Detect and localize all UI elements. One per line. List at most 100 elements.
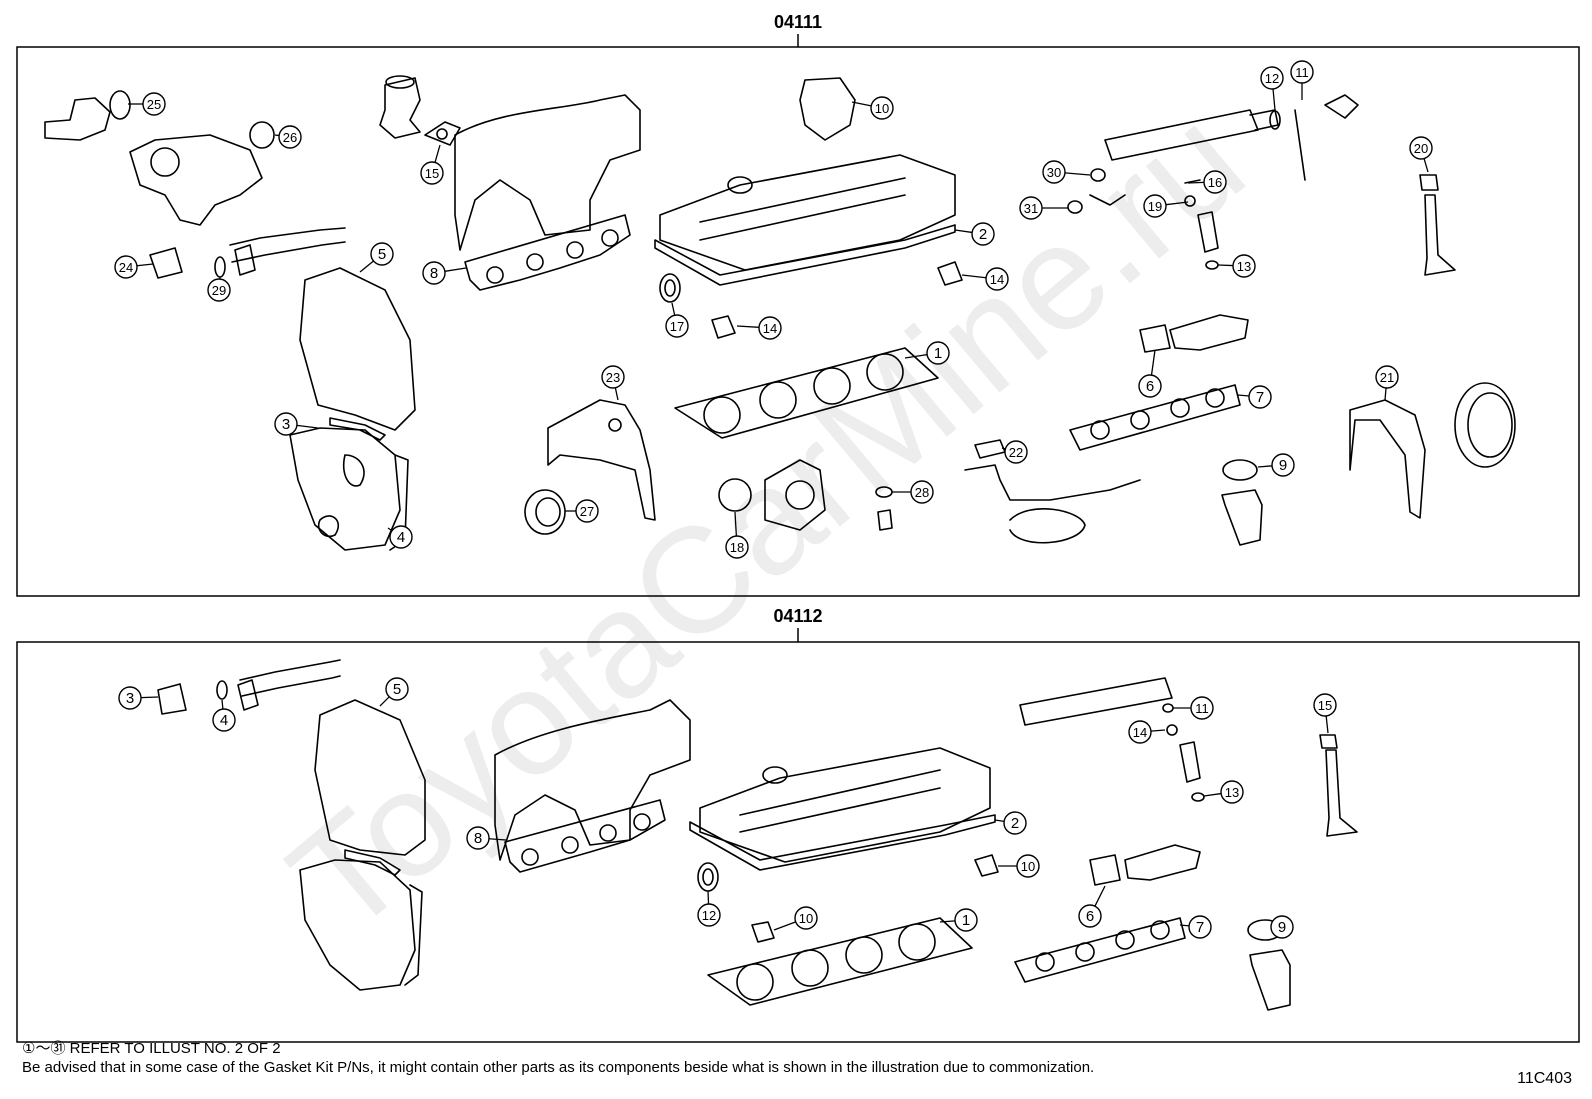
gasket-ring-part <box>109 90 131 120</box>
callout-30: 30 <box>1042 160 1066 184</box>
callout-12: 12 <box>1260 66 1284 90</box>
callout-7: 7 <box>1188 915 1212 939</box>
callout-leader <box>221 699 224 710</box>
callout-16: 16 <box>1203 170 1227 194</box>
callout-12: 12 <box>697 903 721 927</box>
callout-17: 17 <box>665 314 689 338</box>
intake-manifold-part <box>454 94 641 251</box>
callout-leader <box>1150 349 1156 376</box>
valve-part <box>1424 194 1456 276</box>
callout-21: 21 <box>1375 365 1399 389</box>
callout-leader <box>707 890 710 905</box>
callout-number: 13 <box>1237 259 1251 274</box>
callout-number: 4 <box>397 529 405 546</box>
callout-number: 25 <box>147 97 161 112</box>
figure-code: 11C403 <box>1517 1070 1572 1087</box>
callout-6: 6 <box>1078 904 1102 928</box>
washer-part-b <box>1067 200 1083 214</box>
callout-leader <box>359 260 374 273</box>
callout-2: 2 <box>1003 811 1027 835</box>
s2-fuel-rail-part <box>1019 677 1173 726</box>
valve-cover-part <box>659 154 956 271</box>
callout-number: 14 <box>1133 725 1147 740</box>
timing-cover-lower-part <box>289 427 401 551</box>
callout-leader <box>1257 465 1273 468</box>
s2-pipe-gasket-part <box>216 680 228 700</box>
callout-27: 27 <box>575 499 599 523</box>
rear-oil-seal-part <box>1454 382 1516 468</box>
callout-number: 24 <box>119 260 133 275</box>
callout-number: 8 <box>474 830 482 847</box>
callout-leader <box>136 263 154 267</box>
callout-leader <box>1237 394 1250 397</box>
callout-number: 7 <box>1256 389 1264 406</box>
callout-26: 26 <box>278 125 302 149</box>
callout-number: 14 <box>763 321 777 336</box>
callout-number: 4 <box>220 712 228 729</box>
callout-leader <box>614 387 619 401</box>
callout-leader <box>444 267 467 272</box>
nut-part <box>1090 168 1106 182</box>
callout-number: 9 <box>1279 457 1287 474</box>
callout-number: 29 <box>212 283 226 298</box>
callout-1: 1 <box>954 908 978 932</box>
callout-number: 20 <box>1414 141 1428 156</box>
egr-valve-part <box>379 77 421 139</box>
callout-11: 11 <box>1190 696 1214 720</box>
section-1-part-no: 04111 <box>774 12 822 32</box>
water-pump-part <box>129 134 263 226</box>
callout-10: 10 <box>1016 854 1040 878</box>
oil-filter-part <box>764 459 826 531</box>
callout-number: 18 <box>730 540 744 555</box>
callout-5: 5 <box>370 242 394 266</box>
egr-gasket-part <box>424 121 461 146</box>
callout-5: 5 <box>385 677 409 701</box>
callout-number: 9 <box>1278 919 1286 936</box>
egr-pipe-part <box>1169 314 1249 351</box>
callout-18: 18 <box>725 535 749 559</box>
callout-22: 22 <box>1004 440 1028 464</box>
callout-10: 10 <box>794 906 818 930</box>
refer-text: REFER TO ILLUST NO. 2 OF 2 <box>69 1040 281 1057</box>
callout-number: 1 <box>934 345 942 362</box>
callout-number: 3 <box>126 690 134 707</box>
exhaust-ring-part <box>1222 459 1258 481</box>
callout-10: 10 <box>870 96 894 120</box>
callout-31: 31 <box>1019 196 1043 220</box>
plug-part-a <box>937 261 963 286</box>
callout-number: 12 <box>1265 71 1279 86</box>
callout-leader <box>379 696 390 707</box>
callout-number: 2 <box>979 226 987 243</box>
oil-strainer-part <box>964 464 1141 544</box>
callout-number: 6 <box>1146 378 1154 395</box>
flange-gasket-part <box>149 247 183 279</box>
callout-leader <box>671 302 676 316</box>
s2-valve-seal-part <box>1319 734 1338 749</box>
callout-leader <box>736 325 760 328</box>
callout-8: 8 <box>466 826 490 850</box>
callout-number: 6 <box>1086 908 1094 925</box>
valve-cover-gasket-part <box>654 224 956 286</box>
callout-leader <box>140 696 159 699</box>
callout-7: 7 <box>1248 385 1272 409</box>
callout-leader <box>904 354 928 359</box>
pump-gasket-part <box>249 121 275 149</box>
chain-cover-part <box>547 399 656 521</box>
callout-number: 10 <box>1021 859 1035 874</box>
callout-number: 10 <box>875 101 889 116</box>
head-plate-part <box>799 77 856 141</box>
callout-number: 7 <box>1196 919 1204 936</box>
callout-leader <box>1423 158 1429 173</box>
callout-14: 14 <box>985 267 1009 291</box>
callout-4: 4 <box>389 525 413 549</box>
callout-leader <box>1325 715 1329 734</box>
s2-valve-cover-gasket-part <box>689 814 996 871</box>
callout-number: 21 <box>1380 370 1394 385</box>
s2-grommet-part <box>1166 724 1178 736</box>
callout-number: 5 <box>378 246 386 263</box>
callout-8: 8 <box>422 261 446 285</box>
callout-leader <box>488 838 507 841</box>
callout-number: 26 <box>283 130 297 145</box>
callout-leader <box>939 920 956 923</box>
callout-leader <box>1203 792 1222 797</box>
